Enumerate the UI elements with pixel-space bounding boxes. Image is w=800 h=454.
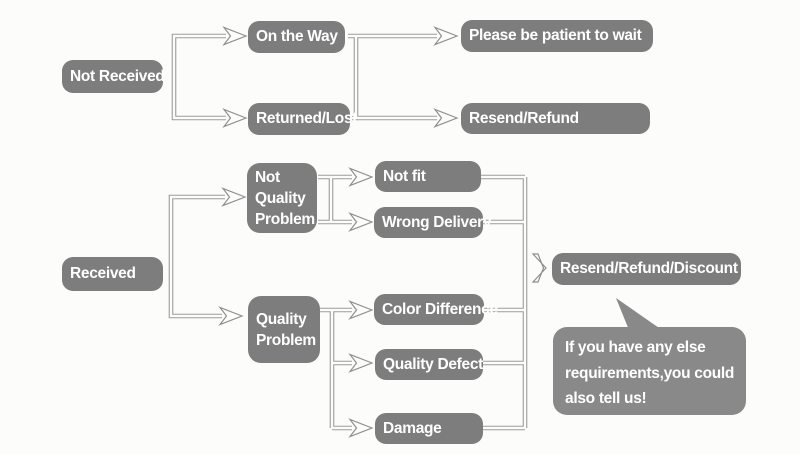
node-label-line: Problem xyxy=(256,331,316,349)
node-resend-refund-discount: Resend/Refund/Discount xyxy=(552,253,741,285)
arrowhead-icon xyxy=(433,108,459,128)
arrowhead-icon xyxy=(218,306,244,326)
node-not-fit: Not fit xyxy=(375,161,481,192)
note-line: If you have any else xyxy=(565,339,706,356)
node-on-the-way: On the Way xyxy=(248,21,345,53)
node-label-line: Quality xyxy=(256,310,307,328)
note-line: requirements,you could xyxy=(565,364,735,382)
arrowhead-icon xyxy=(222,26,248,46)
node-quality-problem: Quality Problem xyxy=(248,296,320,363)
arrowhead-icon xyxy=(348,418,374,438)
node-not-quality-problem: Not Quality Problem xyxy=(247,163,317,233)
note-bubble: If you have any else requirements,you co… xyxy=(553,327,746,415)
node-color-difference: Color Difference xyxy=(374,294,498,325)
node-label-line: Problem xyxy=(255,210,315,228)
arrowhead-icon xyxy=(348,353,374,373)
arrowhead-icon xyxy=(433,26,459,46)
arrowhead-icon xyxy=(348,167,374,187)
arrowhead-icon xyxy=(222,108,248,128)
speech-bubble-tail xyxy=(616,298,662,330)
node-returned-lost: Returned/Lost xyxy=(248,103,357,135)
node-label-line: Not xyxy=(255,168,280,186)
node-not-received: Not Received xyxy=(62,60,165,93)
node-quality-defect: Quality Defect xyxy=(375,349,483,380)
arrowhead-icon xyxy=(348,212,374,232)
arrowhead-icon xyxy=(348,300,374,320)
node-wrong-delivery: Wrong Delivery xyxy=(374,207,492,238)
node-received: Received xyxy=(62,257,163,291)
node-please-be-patient: Please be patient to wait xyxy=(461,20,653,52)
connector-core xyxy=(169,34,527,430)
node-label-line: Quality xyxy=(255,189,306,207)
chevron-right-icon xyxy=(531,253,547,283)
node-resend-refund: Resend/Refund xyxy=(461,103,650,134)
arrowhead-icon xyxy=(221,187,247,207)
node-damage: Damage xyxy=(375,413,483,444)
note-line: also tell us! xyxy=(565,390,647,407)
